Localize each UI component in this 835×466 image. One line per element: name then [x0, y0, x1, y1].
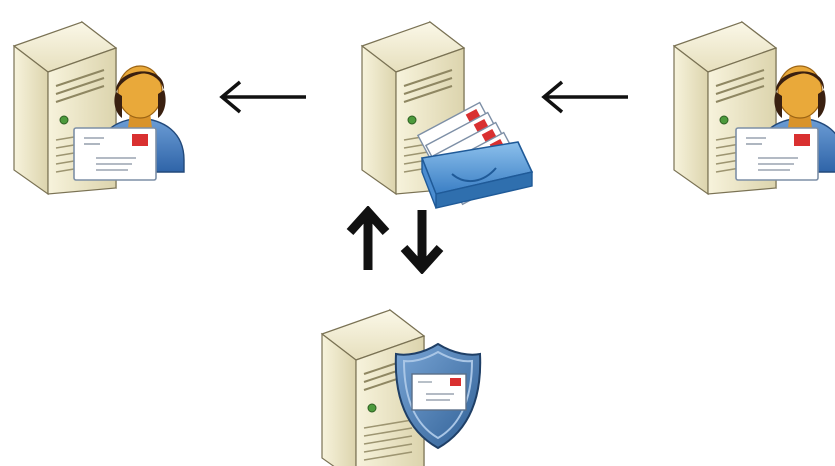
mail-server-node	[352, 2, 538, 214]
arrow-down-icon	[400, 210, 444, 275]
arrow-up-icon	[346, 205, 390, 270]
sender-server-node	[664, 2, 835, 195]
envelope-icon	[735, 127, 819, 181]
bidirectional-arrows	[346, 205, 446, 275]
security-shield-icon	[394, 342, 482, 450]
mail-inbox-tray-icon	[416, 101, 534, 209]
security-gateway-node	[312, 290, 498, 466]
envelope-icon	[411, 373, 467, 411]
envelope-icon	[73, 127, 157, 181]
arrow-left-icon	[540, 80, 632, 114]
arrow-left-icon	[218, 80, 310, 114]
recipient-server-node	[4, 2, 190, 195]
